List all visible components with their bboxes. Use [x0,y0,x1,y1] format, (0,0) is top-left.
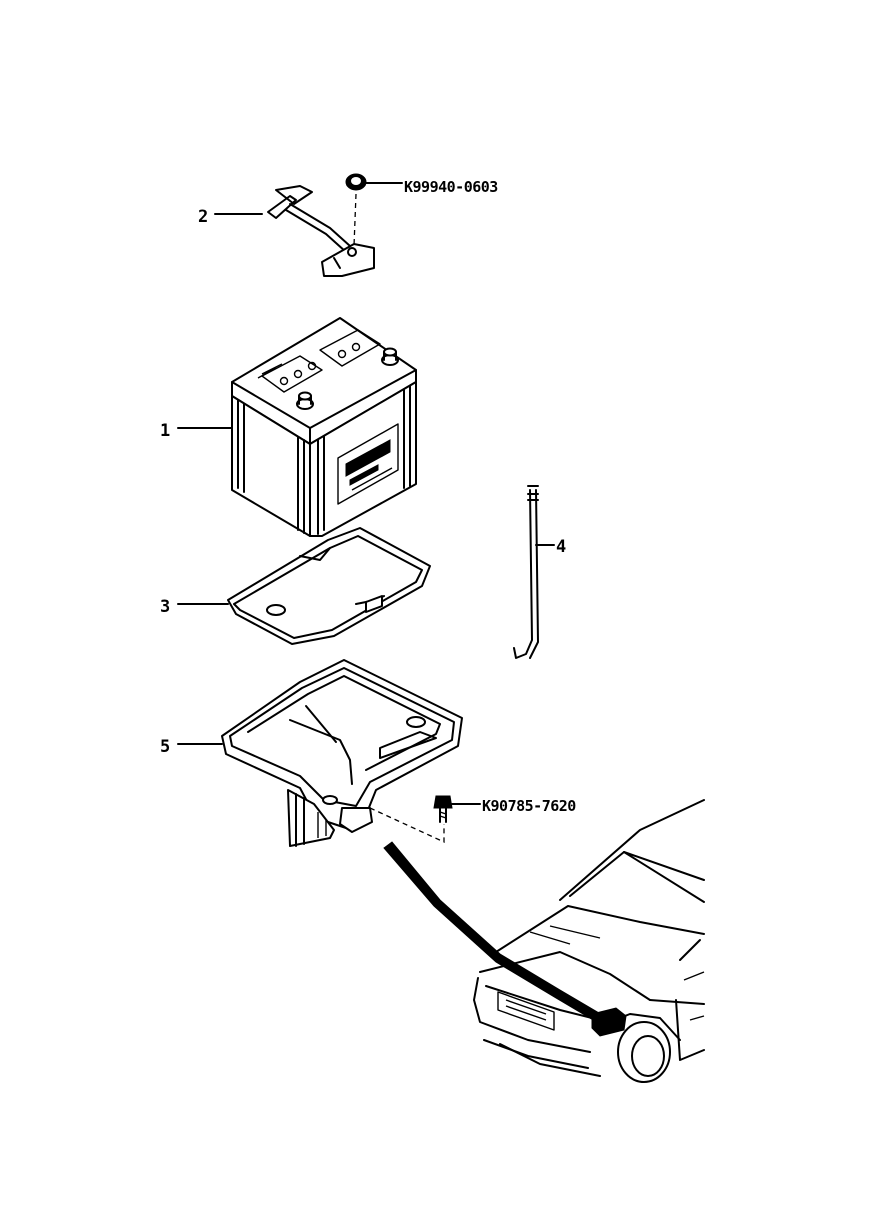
battery-clamp [267,185,375,277]
part-number-nut: K99940-0603 [404,178,498,196]
bolt-icon [433,795,453,823]
part-number-bolt: K90785-7620 [482,797,576,815]
battery-tray [221,659,463,847]
battery [231,317,417,537]
bolt-guide-line [369,807,445,844]
nut-icon [345,173,367,191]
location-pointer [383,841,605,1025]
callout-1: 1 [160,421,170,441]
battery-tray-cover [227,527,431,645]
callout-5: 5 [160,737,170,757]
vehicle-front-view [473,799,705,1083]
nut-guide-line [353,193,357,247]
callout-3: 3 [160,597,170,617]
hold-down-rod [513,485,539,659]
callout-4: 4 [556,537,566,557]
callout-2: 2 [198,207,208,227]
